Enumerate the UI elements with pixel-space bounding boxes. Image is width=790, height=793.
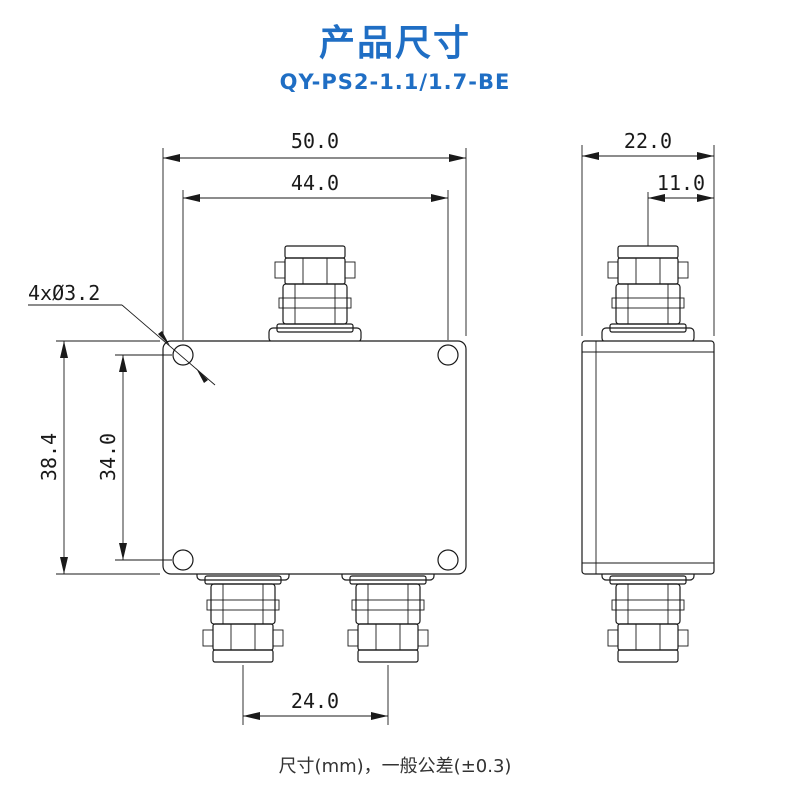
side-top-connector [601, 245, 695, 343]
top-connector [268, 245, 362, 343]
dim-side-width [581, 145, 715, 336]
dim-connector-spacing [242, 665, 389, 725]
page-title: 产品尺寸 [318, 23, 471, 64]
dim-hole-spacing-y-label: 34.0 [96, 433, 120, 481]
mounting-hole [437, 549, 459, 571]
dim-hole-spacing-x [182, 190, 449, 340]
dim-side-width-label: 22.0 [624, 129, 672, 153]
side-housing [581, 340, 715, 575]
bottom-connector-left [197, 566, 289, 662]
mounting-hole [172, 549, 194, 571]
dim-total-height-label: 38.4 [37, 433, 61, 481]
dim-total-height [56, 340, 160, 575]
dim-hole-spacing-x-label: 44.0 [291, 171, 339, 195]
bottom-connector-right [342, 566, 434, 662]
dim-side-half [647, 192, 714, 246]
dim-connector-spacing-label: 24.0 [291, 689, 339, 713]
footnote: 尺寸(mm)，一般公差(±0.3) [278, 756, 512, 777]
mounting-hole [437, 344, 459, 366]
dim-hole-spec [28, 304, 216, 386]
dim-total-width-label: 50.0 [291, 129, 339, 153]
dim-hole-spacing-y [115, 354, 172, 561]
dim-hole-spec-label: 4xØ3.2 [28, 281, 100, 305]
side-bottom-connector [602, 566, 694, 662]
dim-side-half-label: 11.0 [657, 171, 705, 195]
front-housing [162, 340, 467, 575]
mounting-hole [172, 344, 194, 366]
dim-total-width [162, 148, 467, 336]
model-number: QY-PS2-1.1/1.7-BE [279, 70, 511, 94]
